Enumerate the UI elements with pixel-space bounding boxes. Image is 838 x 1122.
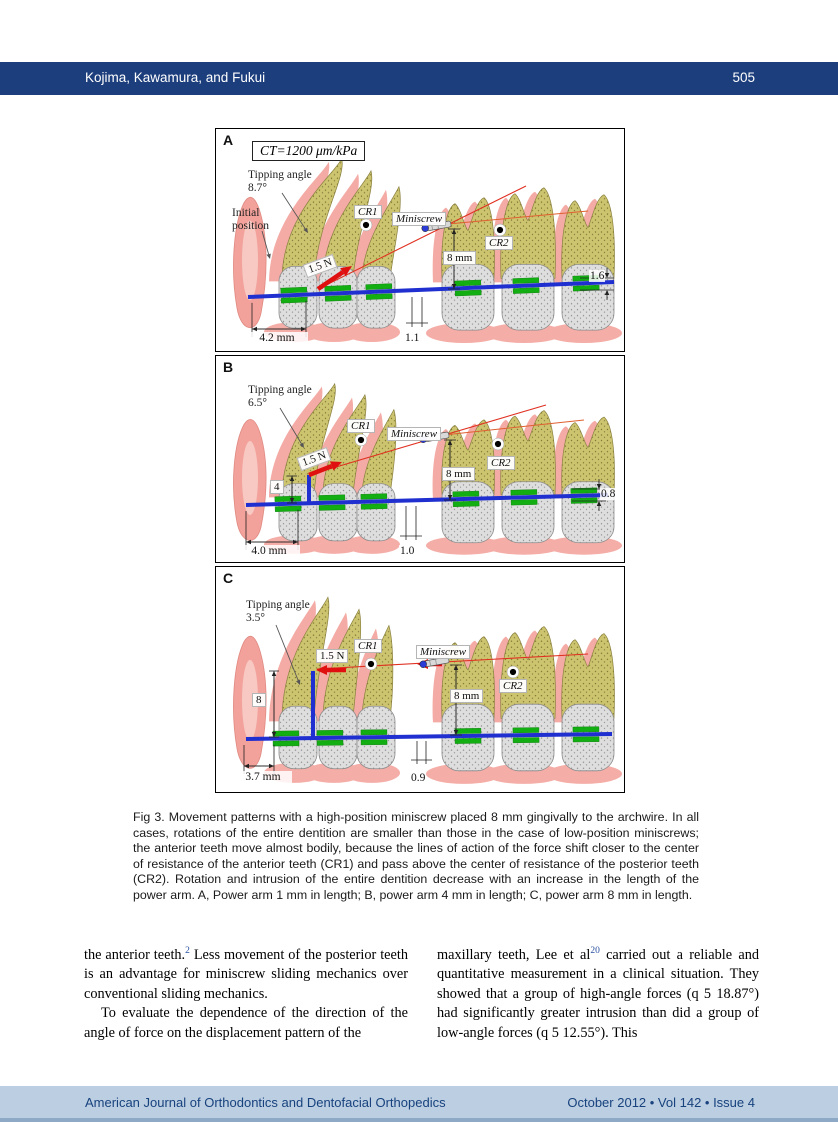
body-column-right: maxillary teeth, Lee et al20 carried out… bbox=[437, 946, 759, 1043]
paragraph: the anterior teeth.2 Less movement of th… bbox=[84, 946, 408, 1004]
body-text: carried out a reliable and quantitative … bbox=[437, 947, 759, 1041]
reference-2-link[interactable]: 2 bbox=[185, 946, 190, 957]
fig-a-dright-label: 1.6 bbox=[589, 270, 606, 282]
paragraph: maxillary teeth, Lee et al20 carried out… bbox=[437, 946, 759, 1043]
journal-name: American Journal of Orthodontics and Den… bbox=[85, 1095, 446, 1110]
body-text: the anterior teeth. bbox=[84, 947, 186, 963]
issue-info: October 2012 • Vol 142 • Issue 4 bbox=[567, 1095, 755, 1110]
fig-c-letter-label: C bbox=[223, 570, 234, 586]
teeth-illustration bbox=[233, 596, 622, 784]
body-column-left: the anterior teeth.2 Less movement of th… bbox=[84, 946, 408, 1043]
fig-a-ct-label: CT=1200 μm/kPa bbox=[252, 141, 366, 161]
fig-c-dim8-label: 8 mm bbox=[450, 689, 484, 703]
figure-caption: Fig 3. Movement patterns with a high-pos… bbox=[133, 810, 699, 902]
paragraph: To evaluate the dependence of the direct… bbox=[84, 1005, 408, 1041]
fig-b-miniscrew-label: Miniscrew bbox=[387, 427, 442, 441]
fig-b-tipping-label: Tipping angle 6.5° bbox=[248, 384, 312, 409]
page-header: Kojima, Kawamura, and Fukui 505 bbox=[0, 62, 838, 95]
fig-a-cr2-label: CR2 bbox=[485, 236, 513, 250]
fig-c-dleft-label: 3.7 mm bbox=[234, 771, 292, 783]
body-text: Less movement of the posterior teeth is … bbox=[84, 947, 408, 1002]
body-text: maxillary teeth, Lee et al bbox=[437, 947, 591, 963]
fig-c-force-label: 1.5 N bbox=[316, 649, 349, 663]
fig-c-arm-label: 8 bbox=[252, 693, 266, 707]
footer-strip bbox=[0, 1118, 838, 1122]
fig-b-dim8-label: 8 mm bbox=[442, 467, 476, 481]
fig-c-cr1-label: CR1 bbox=[354, 639, 382, 653]
fig-c-dmid-label: 0.9 bbox=[410, 772, 427, 784]
fig-c-cr2-label: CR2 bbox=[499, 679, 527, 693]
fig-a-dmid-label: 1.1 bbox=[404, 332, 421, 344]
fig-a-cr1-label: CR1 bbox=[354, 205, 382, 219]
page-number: 505 bbox=[732, 70, 755, 85]
fig-a-initial-label: Initial position bbox=[232, 207, 270, 232]
page-footer: American Journal of Orthodontics and Den… bbox=[0, 1086, 838, 1118]
fig-b-dmid-label: 1.0 bbox=[399, 545, 416, 557]
teeth-illustration bbox=[233, 157, 622, 344]
fig-b-cr2-label: CR2 bbox=[487, 456, 515, 470]
fig-a-dleft-label: 4.2 mm bbox=[246, 332, 308, 344]
fig-b-cr1-label: CR1 bbox=[347, 419, 375, 433]
fig-b-dright-label: 0.8 bbox=[600, 488, 617, 500]
fig-a-tipping-label: Tipping angle 8.7° bbox=[248, 169, 312, 194]
running-authors: Kojima, Kawamura, and Fukui bbox=[85, 70, 266, 85]
fig-c-tipping-label: Tipping angle 3.5° bbox=[246, 599, 310, 624]
fig-a-miniscrew-label: Miniscrew bbox=[392, 212, 447, 226]
fig-b-letter-label: B bbox=[223, 359, 234, 375]
fig-c-miniscrew-label: Miniscrew bbox=[416, 645, 471, 659]
fig-b-dleft-label: 4.0 mm bbox=[238, 545, 300, 557]
fig-a-dim8-label: 8 mm bbox=[443, 251, 477, 265]
reference-20-link[interactable]: 20 bbox=[590, 946, 600, 957]
fig-b-arm-label: 4 bbox=[270, 480, 284, 494]
fig-a-letter-label: A bbox=[223, 132, 234, 148]
